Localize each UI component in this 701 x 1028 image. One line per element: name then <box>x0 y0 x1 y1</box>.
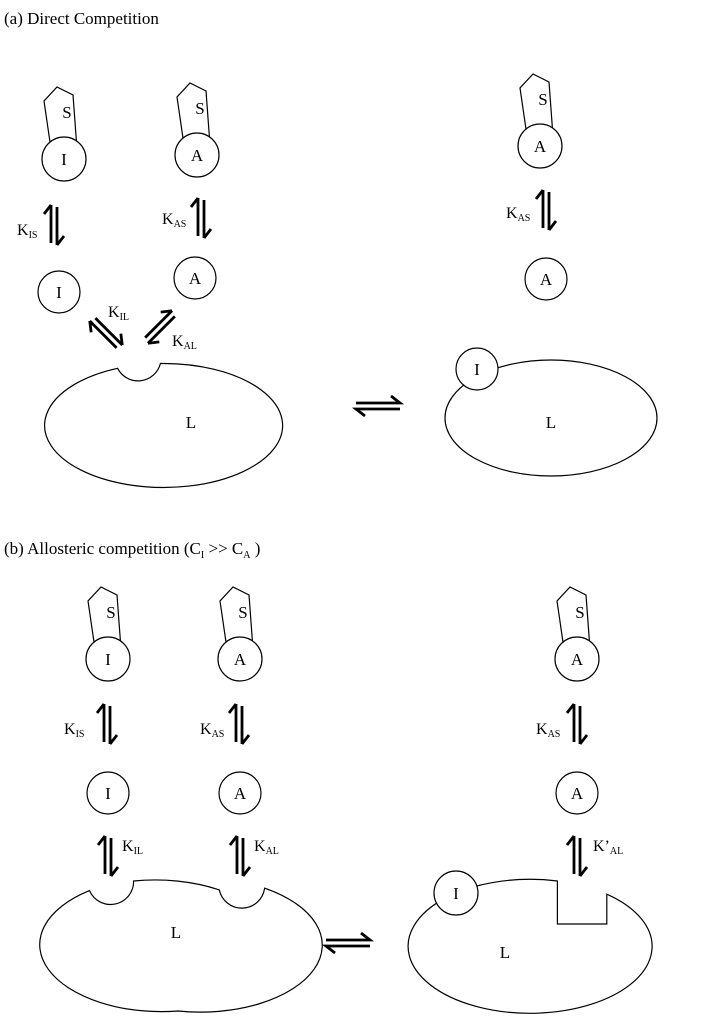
solute-label: S <box>575 603 584 622</box>
k-al-prime-label: K’AL <box>593 838 623 857</box>
activator-label: A <box>571 784 584 803</box>
equilibrium-arrow-il <box>96 834 120 878</box>
inhibitor-label: I <box>474 360 480 379</box>
equilibrium-arrow <box>227 702 251 746</box>
k-is-label: KIS <box>64 721 84 740</box>
ligand-with-pocket <box>44 362 284 489</box>
activator-solute-complex-left: S A <box>174 82 220 178</box>
equilibrium-arrow-al <box>228 834 252 878</box>
solute-label: S <box>538 90 547 109</box>
inhibitor-solute-complex: S I <box>41 86 87 182</box>
k-al-label: KAL <box>172 333 197 352</box>
k-as-label: KAS <box>162 211 186 230</box>
k-as-label: KAS <box>200 721 224 740</box>
activator-label: A <box>234 784 247 803</box>
k-il-label: KIL <box>108 304 129 323</box>
panel-b: (b) Allosteric competition (CI >> CA ) S… <box>4 539 653 1014</box>
equilibrium-arrow <box>534 188 558 232</box>
inhibitor-label: I <box>105 650 111 669</box>
free-inhibitor <box>86 771 130 815</box>
activator-label: A <box>534 137 547 156</box>
k-as-label: KAS <box>506 205 530 224</box>
panel-a-title: (a) Direct Competition <box>4 9 159 28</box>
panel-b-title: (b) Allosteric competition (CI >> CA ) <box>4 539 260 561</box>
equilibrium-arrow <box>95 702 119 746</box>
free-inhibitor <box>37 270 81 314</box>
k-is-label: KIS <box>17 222 37 241</box>
inhibitor-label: I <box>61 150 67 169</box>
equilibrium-arrow <box>565 702 589 746</box>
k-as-label: KAS <box>536 721 560 740</box>
bound-inhibitor <box>455 347 499 391</box>
equilibrium-arrow <box>324 931 372 955</box>
ligand-bound <box>444 359 658 477</box>
activator-label: A <box>191 146 204 165</box>
activator-solute-complex-right: S A <box>554 586 600 682</box>
equilibrium-arrow-al-prime <box>565 834 589 878</box>
inhibitor-label: I <box>56 283 62 302</box>
free-activator <box>218 771 262 815</box>
ligand-label: L <box>500 943 510 962</box>
free-activator <box>524 257 568 301</box>
solute-label: S <box>195 99 204 118</box>
equilibrium-arrow <box>189 196 213 240</box>
inhibitor-label: I <box>105 784 111 803</box>
ligand-label: L <box>171 923 181 942</box>
solute-label: S <box>238 603 247 622</box>
solute-label: S <box>62 103 71 122</box>
activator-label: A <box>189 269 202 288</box>
ligand-with-two-pockets <box>39 879 323 1013</box>
k-al-label: KAL <box>254 838 279 857</box>
equilibrium-arrow <box>354 394 402 418</box>
inhibitor-solute-complex: S I <box>85 586 131 682</box>
activator-solute-complex-right: S A <box>517 73 563 169</box>
inhibitor-label: I <box>453 884 459 903</box>
bound-inhibitor <box>433 870 479 916</box>
equilibrium-arrow <box>42 203 66 247</box>
activator-label: A <box>571 650 584 669</box>
free-activator <box>173 256 217 300</box>
activator-label: A <box>540 270 553 289</box>
solute-label: S <box>106 603 115 622</box>
ligand-label: L <box>186 413 196 432</box>
activator-label: A <box>234 650 247 669</box>
k-il-label: KIL <box>122 838 143 857</box>
panel-a: (a) Direct Competition S I S A S A KIS K… <box>4 9 658 489</box>
ligand-label: L <box>546 413 556 432</box>
activator-solute-complex-left: S A <box>217 586 263 682</box>
free-activator <box>555 771 599 815</box>
